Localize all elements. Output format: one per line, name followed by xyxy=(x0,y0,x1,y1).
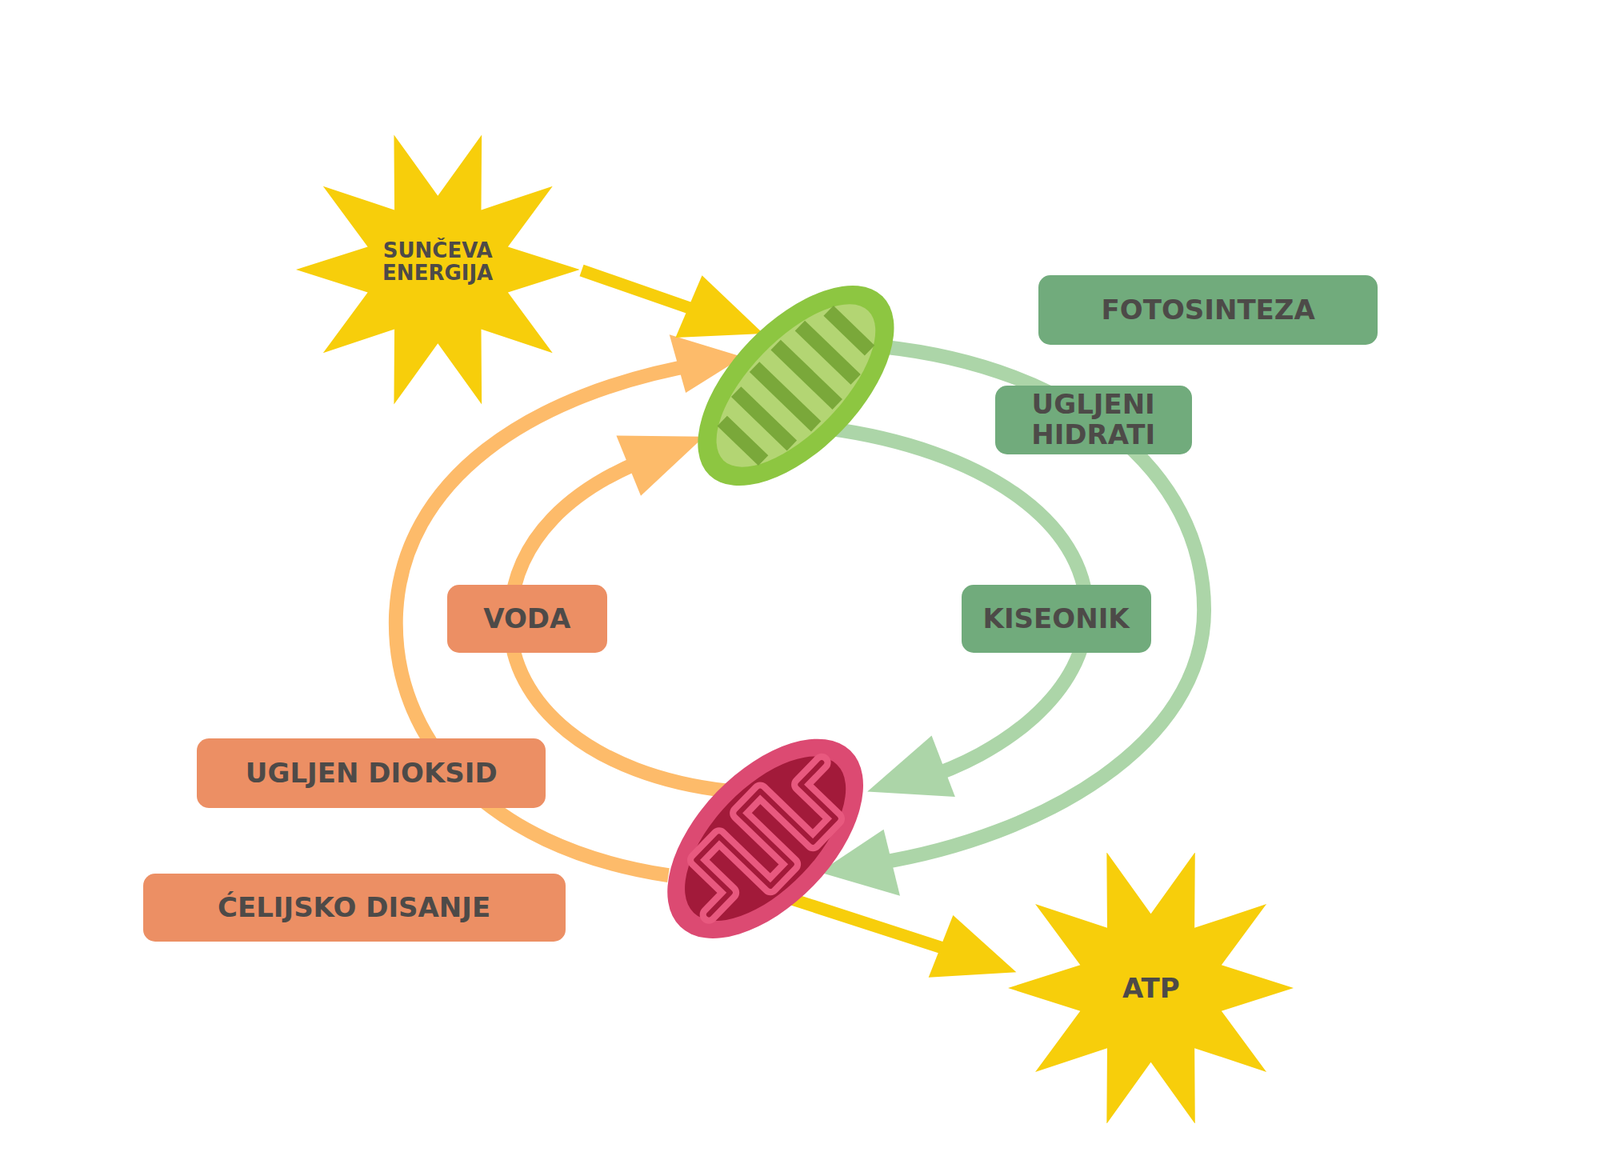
star-outline xyxy=(1008,852,1294,1124)
energy-arrow xyxy=(788,897,965,955)
chloroplast xyxy=(663,251,929,520)
label-box: UGLJEN DIOKSID xyxy=(196,738,546,808)
chloroplast-membrane xyxy=(663,251,929,520)
node-label: SUNČEVA ENERGIJA xyxy=(368,239,508,285)
chloroplast-stroma xyxy=(690,279,901,493)
arrow-head xyxy=(867,735,956,797)
mitochondrion-membrane xyxy=(632,704,900,974)
label-box: ĆELIJSKO DISANJE xyxy=(143,873,566,942)
mitochondrion xyxy=(632,704,900,974)
arrow-head xyxy=(928,915,1017,978)
node-label: UGLJEN DIOKSID xyxy=(245,758,498,788)
node-label: KISEONIK xyxy=(983,604,1130,634)
arrow-head xyxy=(616,436,704,496)
star-outline xyxy=(296,135,580,405)
label-box: FOTOSINTEZA xyxy=(1038,275,1377,345)
label-box: VODA xyxy=(447,584,608,653)
mitochondrion-matrix xyxy=(656,728,874,948)
cristae-line xyxy=(673,745,857,932)
node-label: ĆELIJSKO DISANJE xyxy=(217,892,491,923)
label-box: UGLJENI HIDRATI xyxy=(995,385,1192,454)
node-label: FOTOSINTEZA xyxy=(1101,295,1316,325)
star-burst: SUNČEVA ENERGIJA xyxy=(296,134,580,405)
node-label: VODA xyxy=(483,604,571,634)
arrow-head xyxy=(675,275,764,338)
star-burst: ATP xyxy=(1008,852,1294,1124)
cristae xyxy=(673,745,857,932)
granum xyxy=(823,305,875,356)
node-label: UGLJENI HIDRATI xyxy=(995,389,1192,450)
node-label: ATP xyxy=(1122,973,1180,1004)
label-box: KISEONIK xyxy=(961,584,1152,653)
